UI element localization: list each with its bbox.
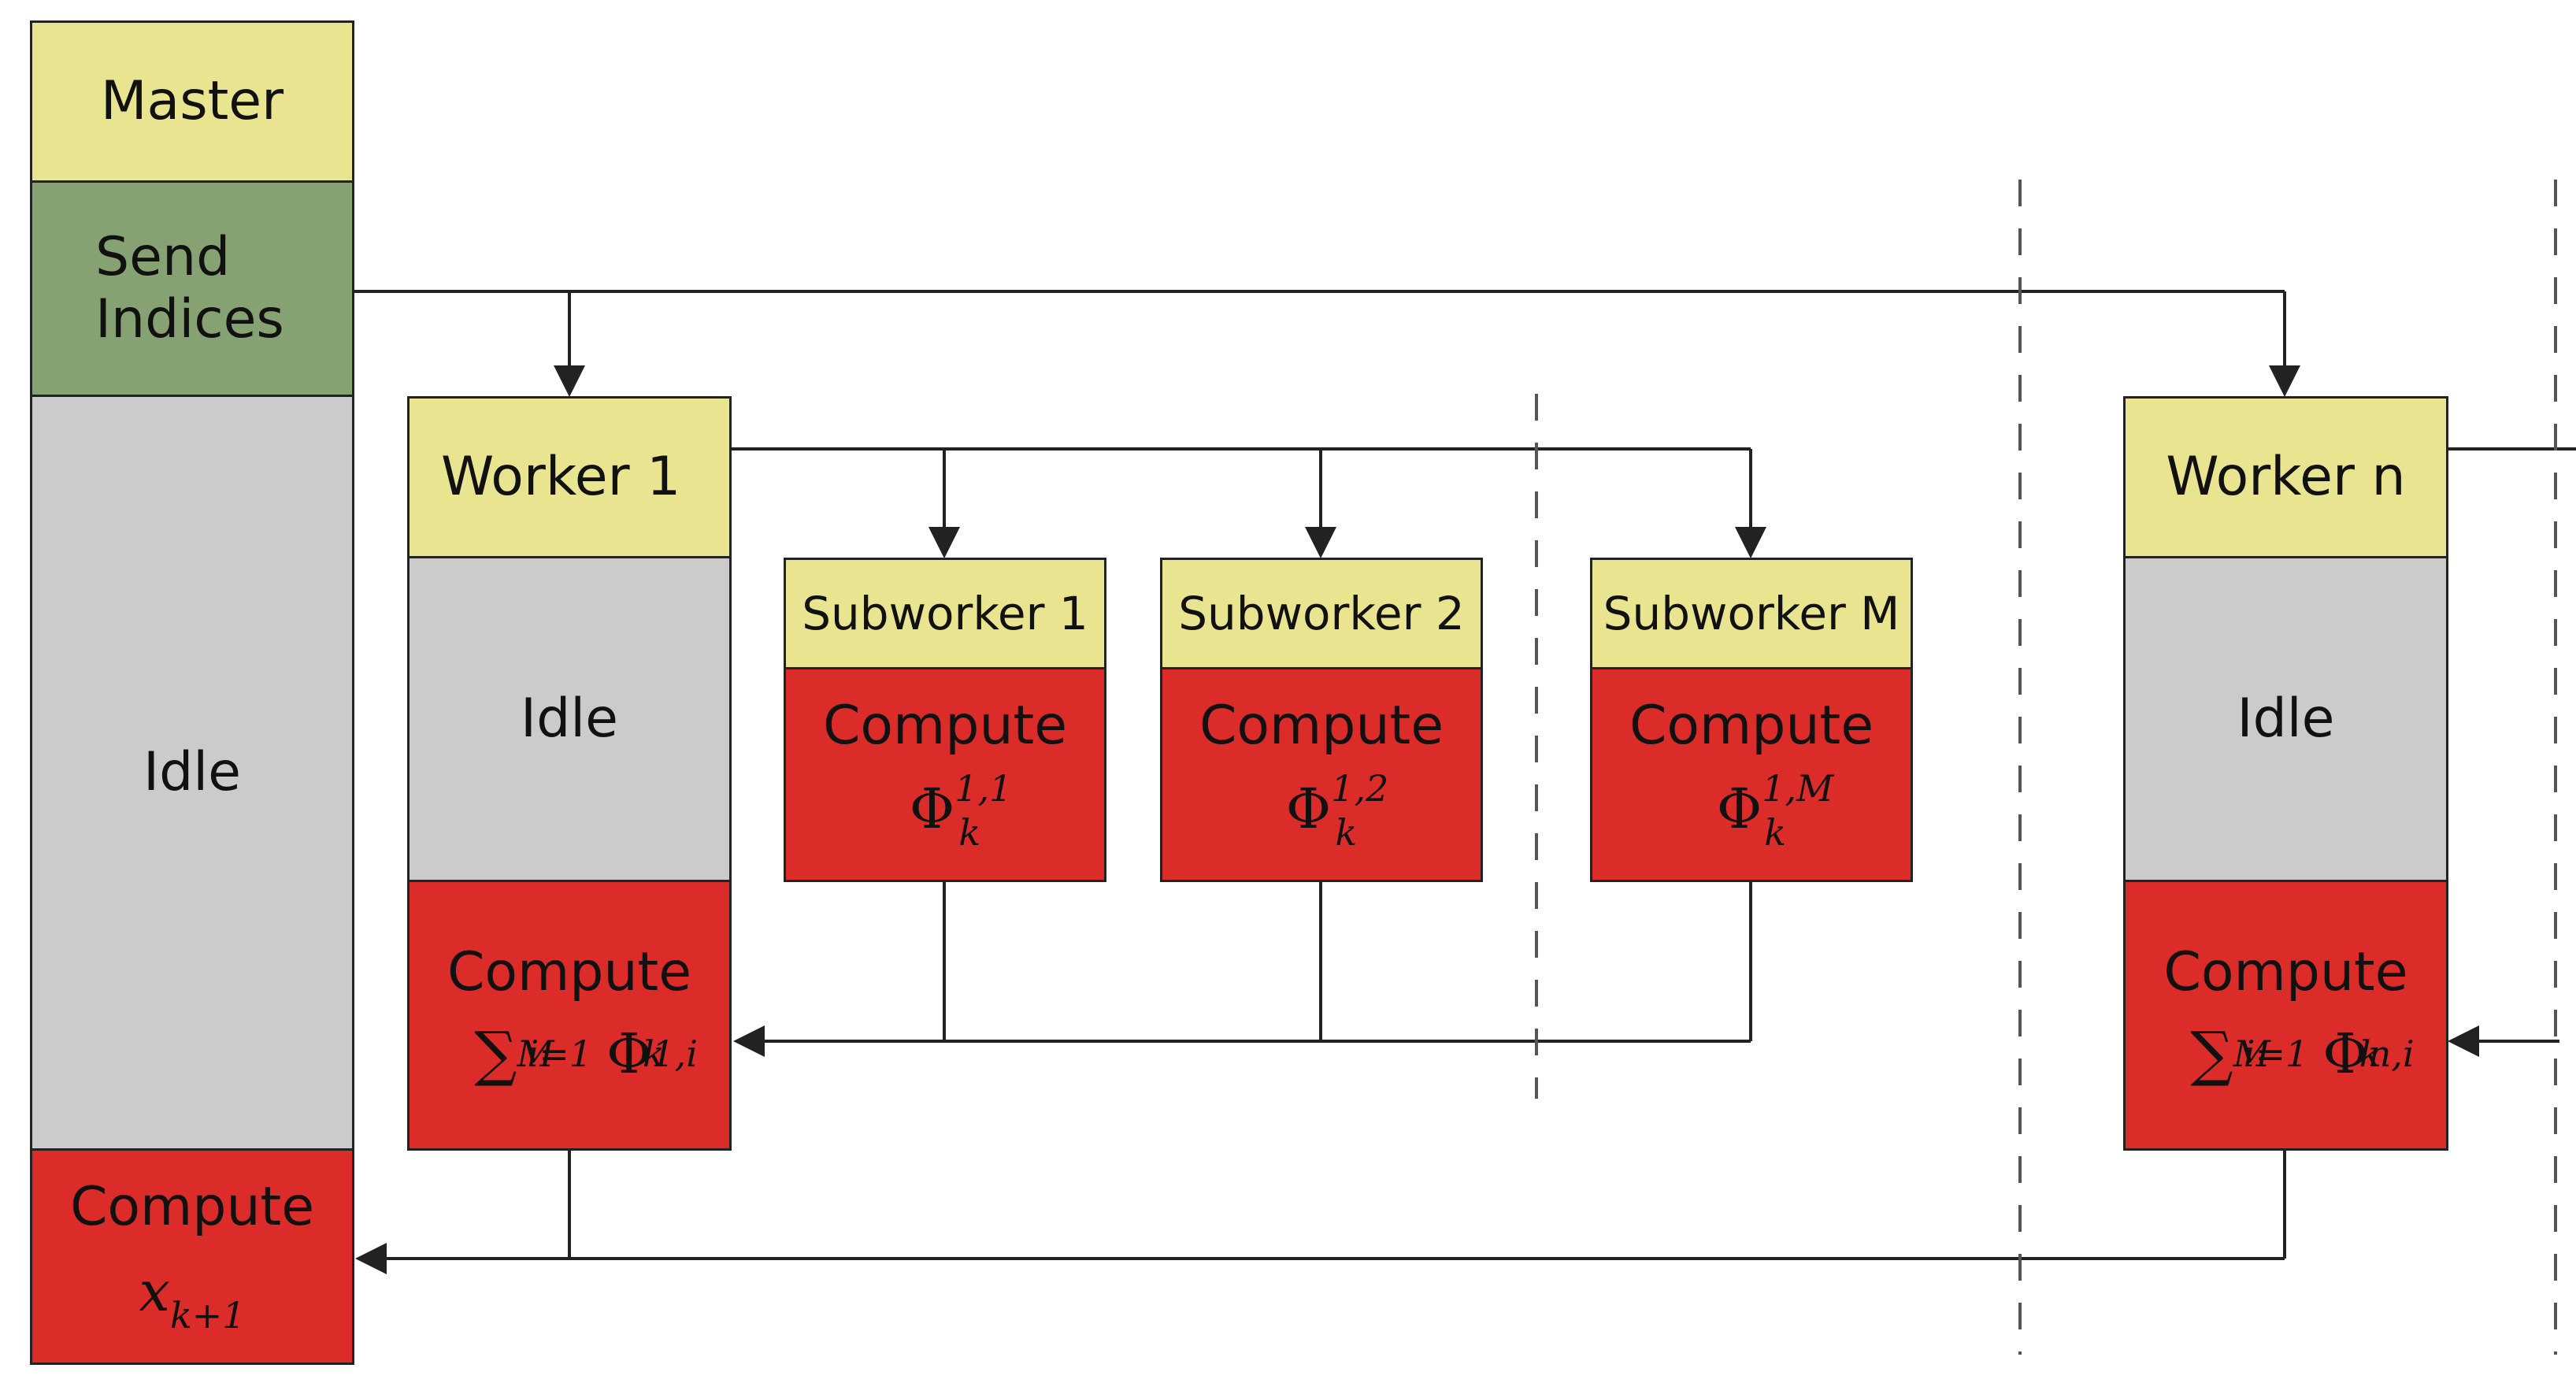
subworker2-phi-formula: Φ1,2k bbox=[1285, 768, 1389, 855]
workern-compute-label: Compute bbox=[2163, 941, 2408, 1004]
workern-title-box: Worker n bbox=[2123, 396, 2448, 558]
subworker1-title: Subworker 1 bbox=[802, 586, 1088, 640]
subworkerM-title: Subworker M bbox=[1603, 586, 1900, 640]
subworker2-phi-sup: 1,2 bbox=[1331, 767, 1389, 810]
master-title-box: Master bbox=[30, 20, 354, 183]
worker1-sum-upper: M bbox=[517, 1032, 554, 1075]
workern-phi-sub: k bbox=[2359, 1032, 2381, 1075]
worker1-compute-label: Compute bbox=[447, 941, 692, 1004]
workern-phi-sup: n,i bbox=[2367, 1032, 2415, 1075]
subworker1-compute-label: Compute bbox=[822, 694, 1068, 757]
subworkerM-compute-box: Compute Φ1,Mk bbox=[1590, 667, 1913, 882]
subworker2-compute-label: Compute bbox=[1199, 694, 1444, 757]
worker1-idle-label: Idle bbox=[521, 687, 618, 750]
subworkerM-phi-sup: 1,M bbox=[1762, 767, 1834, 810]
master-idle-label: Idle bbox=[143, 740, 241, 803]
subworker2-title: Subworker 2 bbox=[1178, 586, 1465, 640]
subworker1-phi-formula: Φ1,1k bbox=[909, 768, 1013, 855]
subworker1-phi-sup: 1,1 bbox=[954, 767, 1013, 810]
master-compute-box: Compute xk+1 bbox=[30, 1148, 354, 1365]
master-send-line1: Send bbox=[95, 226, 231, 289]
subworkerM-title-box: Subworker M bbox=[1590, 558, 1913, 669]
master-result-formula: xk+1 bbox=[139, 1260, 245, 1337]
workern-phi: Φ bbox=[2322, 1021, 2368, 1086]
workern-sum-symbol: ∑ bbox=[2190, 1018, 2233, 1089]
subworker2-phi-sub: k bbox=[1335, 811, 1358, 855]
worker1-phi: Φ bbox=[606, 1021, 652, 1086]
workern-title: Worker n bbox=[2166, 445, 2406, 508]
worker1-phi-sub: k bbox=[643, 1032, 665, 1075]
workern-sum-lower: i=1 bbox=[2243, 1032, 2309, 1075]
master-idle-box: Idle bbox=[30, 395, 354, 1151]
subworker1-phi: Φ bbox=[909, 777, 955, 842]
workern-idle-label: Idle bbox=[2237, 687, 2335, 750]
subworker1-phi-sub: k bbox=[958, 811, 981, 855]
worker1-sum-lower: i=1 bbox=[527, 1032, 593, 1075]
master-title: Master bbox=[100, 69, 284, 132]
master-result-sub: k+1 bbox=[169, 1294, 246, 1337]
subworker2-phi: Φ bbox=[1285, 777, 1332, 842]
subworkerM-phi-sub: k bbox=[1764, 811, 1787, 855]
workern-idle-box: Idle bbox=[2123, 556, 2448, 882]
subworkerM-phi-formula: Φ1,Mk bbox=[1716, 768, 1833, 855]
master-send-line2: Indices bbox=[95, 287, 284, 350]
subworkerM-phi: Φ bbox=[1716, 777, 1762, 842]
subworker1-title-box: Subworker 1 bbox=[784, 558, 1106, 669]
worker1-sum-symbol: ∑ bbox=[474, 1018, 517, 1089]
master-send-indices-box: Send Indices bbox=[30, 180, 354, 397]
master-compute-label: Compute bbox=[69, 1175, 315, 1238]
subworker1-compute-box: Compute Φ1,1k bbox=[784, 667, 1106, 882]
subworkerM-compute-label: Compute bbox=[1629, 694, 1874, 757]
workern-sum-upper: M bbox=[2233, 1032, 2270, 1075]
worker1-title: Worker 1 bbox=[441, 445, 681, 508]
worker1-phi-sup: 1,i bbox=[651, 1032, 699, 1075]
master-result-var: x bbox=[139, 1259, 170, 1325]
worker1-title-box: Worker 1 bbox=[407, 396, 732, 558]
subworker2-compute-box: Compute Φ1,2k bbox=[1160, 667, 1483, 882]
worker1-idle-box: Idle bbox=[407, 556, 732, 882]
subworker2-title-box: Subworker 2 bbox=[1160, 558, 1483, 669]
